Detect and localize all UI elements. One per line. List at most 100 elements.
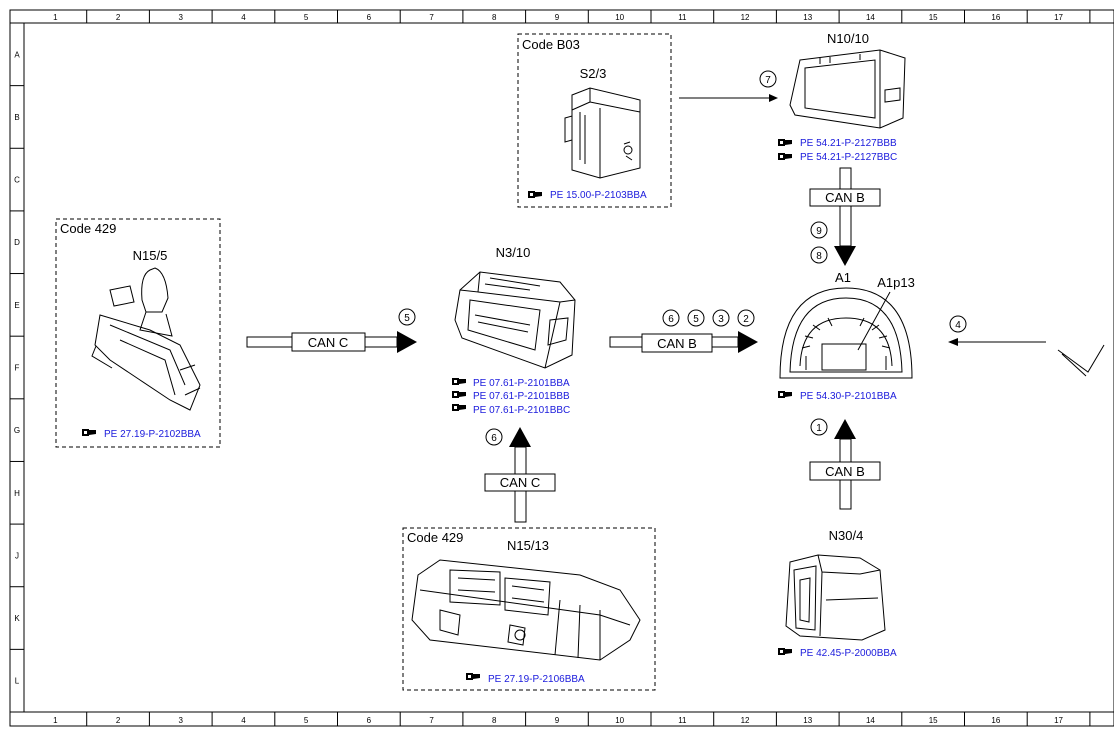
external-part-drawing bbox=[1057, 344, 1105, 377]
ref-text: PE 07.61-P-2101BBC bbox=[473, 405, 570, 416]
ref-text: PE 42.45-P-2000BBA bbox=[800, 648, 897, 659]
marker-1: 1 bbox=[816, 423, 822, 434]
ref-n15-13: PE 27.19-P-2106BBA bbox=[466, 673, 585, 685]
component-s2-3-label: S2/3 bbox=[580, 66, 607, 81]
connection-right-to-a1: 4 bbox=[948, 315, 1105, 377]
marker-4: 4 bbox=[955, 320, 961, 331]
marker-3: 3 bbox=[718, 314, 724, 325]
bus-label-box bbox=[291, 332, 366, 352]
ruler-column-label: 7 bbox=[429, 716, 434, 725]
ruler-column-label: 9 bbox=[555, 716, 560, 725]
component-a1-label: A1 bbox=[835, 270, 851, 285]
frame-border bbox=[9, 9, 1114, 727]
bus-label: CAN C bbox=[308, 335, 348, 350]
ruler-column-label: 11 bbox=[678, 13, 687, 22]
component-n30-4: N30/4 PE 42.45-P-2000BBA bbox=[778, 528, 897, 659]
ruler-column-label: 5 bbox=[304, 716, 309, 725]
ruler-row-label: G bbox=[14, 426, 20, 435]
ruler-column-label: 2 bbox=[116, 13, 121, 22]
ruler-column-label: 9 bbox=[555, 13, 560, 22]
ref-text: PE 54.30-P-2101BBA bbox=[800, 391, 897, 402]
ruler-column-label: 1 bbox=[53, 13, 58, 22]
bus-can-b-n30-4-to-a1: CAN B 1 bbox=[809, 418, 881, 510]
bus-label-box bbox=[641, 333, 713, 353]
ruler-row-label: L bbox=[15, 677, 20, 686]
marker-6: 6 bbox=[491, 433, 497, 444]
ruler-column-label: 6 bbox=[367, 716, 372, 725]
module-n10-10-drawing bbox=[789, 49, 906, 129]
ref-n3-10: PE 07.61-P-2101BBA PE 07.61-P-2101BBB PE… bbox=[452, 378, 570, 416]
ref-n10-10: PE 54.21-P-2127BBB PE 54.21-P-2127BBC bbox=[778, 138, 897, 163]
ruler-column-label: 6 bbox=[367, 13, 372, 22]
ruler-column-label: 14 bbox=[866, 716, 875, 725]
ruler-column-label: 15 bbox=[929, 716, 938, 725]
ruler-column-label: 13 bbox=[803, 13, 812, 22]
component-n3-10-label: N3/10 bbox=[496, 245, 531, 260]
marker-8: 8 bbox=[816, 251, 822, 262]
ruler-column-label: 14 bbox=[866, 13, 875, 22]
ref-text: PE 27.19-P-2102BBA bbox=[104, 429, 201, 440]
module-n3-10-drawing bbox=[454, 271, 576, 369]
component-n15-5-label: N15/5 bbox=[133, 248, 168, 263]
bus-label: CAN C bbox=[500, 475, 540, 490]
switch-s2-3-drawing bbox=[564, 87, 641, 179]
ruler-column-label: 11 bbox=[678, 716, 687, 725]
bus-label-box bbox=[809, 188, 881, 207]
bus-can-c-n15-13-to-n3-10: CAN C 6 bbox=[484, 427, 556, 523]
ruler-column-label: 4 bbox=[241, 716, 246, 725]
ruler-row-label: J bbox=[15, 551, 19, 560]
component-n3-10: N3/10 PE 07.61-P-2101BBA PE 07.61-P-2101… bbox=[452, 245, 576, 416]
group-n15-13-box bbox=[402, 527, 656, 691]
component-a1p13-label: A1p13 bbox=[877, 275, 915, 290]
ref-b03: PE 15.00-P-2103BBA bbox=[528, 190, 647, 201]
bus-can-b-n10-10-to-a1: CAN B 9 8 bbox=[809, 167, 881, 266]
ruler-column-label: 17 bbox=[1054, 716, 1063, 725]
ruler-row-label: A bbox=[14, 50, 20, 59]
component-a1: A1 A1p13 PE 54.30-P-2101BBA bbox=[778, 270, 915, 402]
ruler-column-label: 10 bbox=[615, 716, 624, 725]
marker-5: 5 bbox=[693, 314, 699, 325]
ruler-column-label: 2 bbox=[116, 716, 121, 725]
ruler-column-label: 16 bbox=[991, 716, 1000, 725]
marker-7: 7 bbox=[765, 75, 771, 86]
group-code-429-n15-13: Code 429 N15/13 PE 27.19-P-2106BBA bbox=[402, 527, 656, 691]
ruler-column-label: 16 bbox=[991, 13, 1000, 22]
group-n15-5-code: Code 429 bbox=[60, 221, 116, 236]
bus-can-b-n3-10-to-a1: CAN B 6 5 3 2 bbox=[609, 309, 758, 353]
bus-label-box bbox=[484, 473, 556, 492]
ruler-row-label: F bbox=[15, 364, 20, 373]
ruler-row-label: C bbox=[14, 176, 20, 185]
ruler-column-label: 5 bbox=[304, 13, 309, 22]
ruler-column-label: 3 bbox=[179, 13, 184, 22]
ruler-column-label: 12 bbox=[741, 13, 750, 22]
ruler-column-label: 1 bbox=[53, 716, 58, 725]
ref-text: PE 54.21-P-2127BBB bbox=[800, 138, 897, 149]
group-b03-code: Code B03 bbox=[522, 37, 580, 52]
marker-6: 6 bbox=[668, 314, 674, 325]
ruler-column-label: 12 bbox=[741, 716, 750, 725]
bus-label: CAN B bbox=[825, 190, 865, 205]
cluster-a1-drawing bbox=[779, 287, 913, 379]
ref-a1: PE 54.30-P-2101BBA bbox=[778, 391, 897, 402]
ruler-row-label: E bbox=[14, 301, 19, 310]
module-n15-13-drawing bbox=[411, 559, 641, 661]
ref-text: PE 15.00-P-2103BBA bbox=[550, 190, 647, 201]
group-b03-box bbox=[517, 33, 672, 208]
ruler-column-label: 8 bbox=[492, 716, 497, 725]
group-n15-13-code: Code 429 bbox=[407, 530, 463, 545]
component-n10-10-label: N10/10 bbox=[827, 31, 869, 46]
bus-label: CAN B bbox=[825, 464, 865, 479]
marker-9: 9 bbox=[816, 226, 822, 237]
ref-text: PE 07.61-P-2101BBB bbox=[473, 391, 570, 402]
group-code-429-n15-5: Code 429 N15/5 PE 27.19-P-2102BBA bbox=[55, 218, 221, 448]
selector-n15-5-drawing bbox=[91, 267, 201, 411]
ref-n15-5: PE 27.19-P-2102BBA bbox=[82, 429, 201, 440]
ref-text: PE 54.21-P-2127BBC bbox=[800, 152, 897, 163]
ruler-column-label: 4 bbox=[241, 13, 246, 22]
ruler-column-label: 8 bbox=[492, 13, 497, 22]
ruler-row-label: K bbox=[14, 614, 20, 623]
ruler-column-label: 10 bbox=[615, 13, 624, 22]
